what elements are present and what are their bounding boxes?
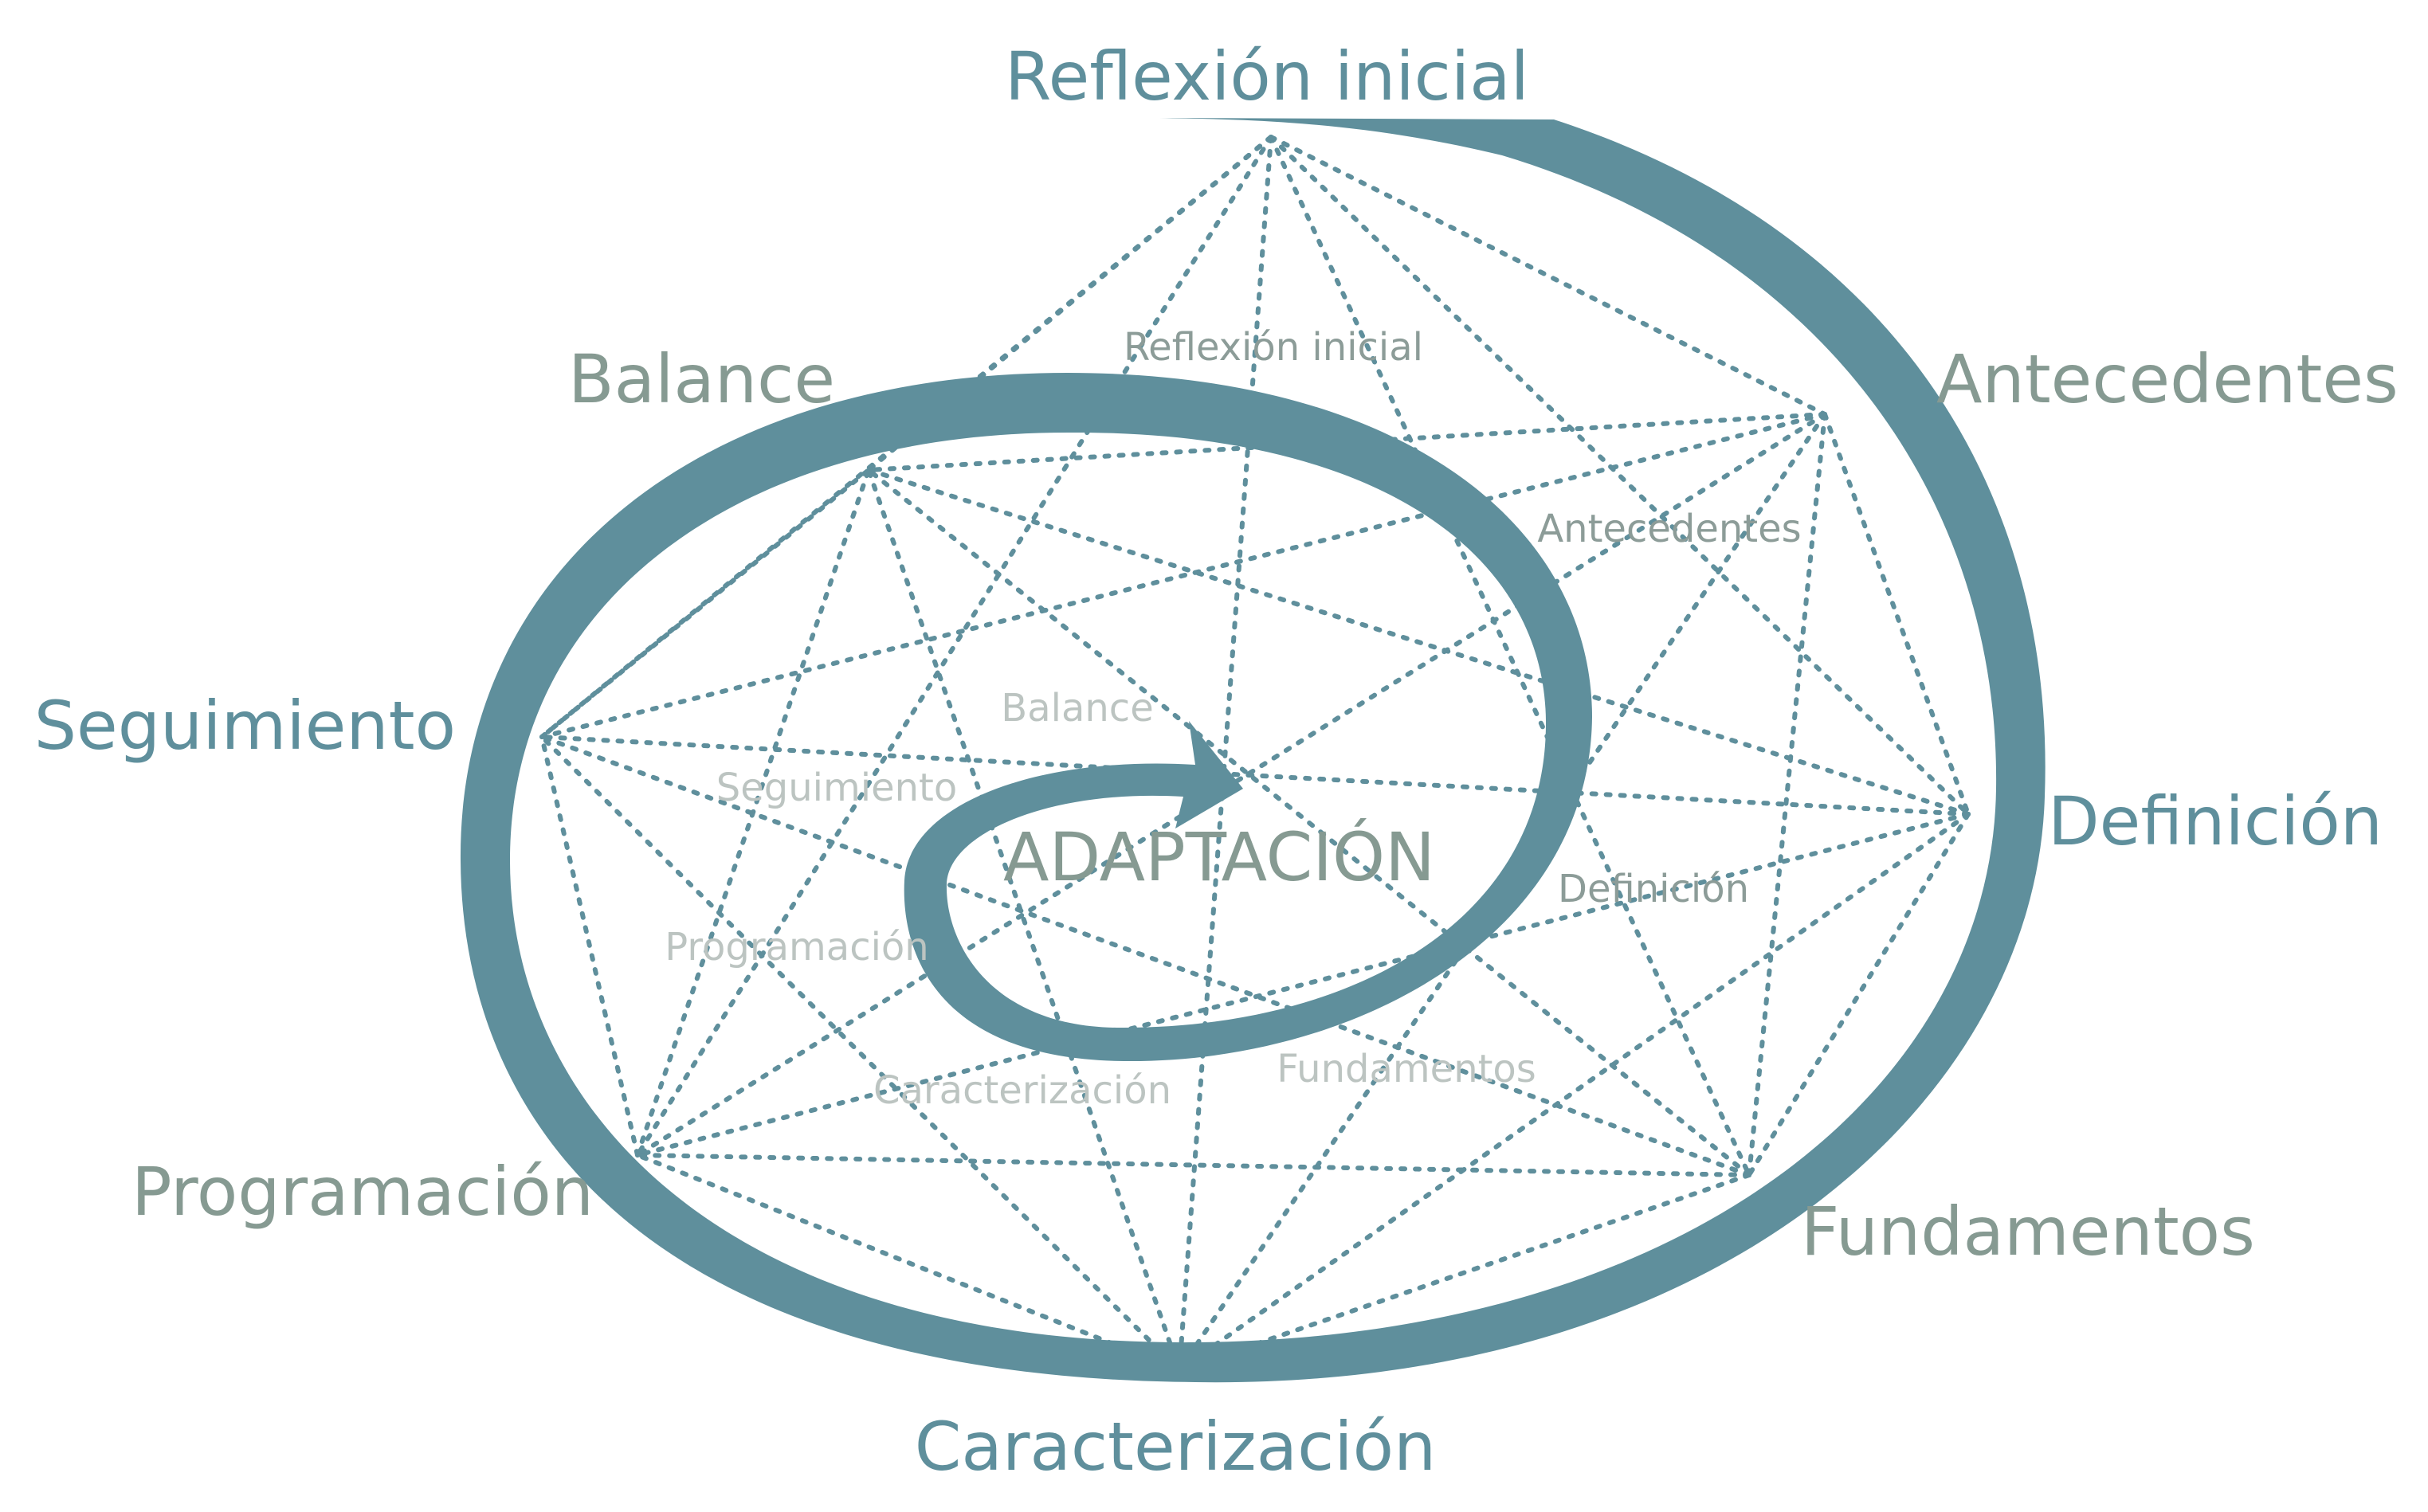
connection-line-7	[1822, 412, 1971, 817]
inner-label-5: Programación	[665, 925, 928, 969]
outer-label-2: Definición	[2048, 782, 2383, 860]
spiral-arrow	[460, 118, 2046, 1383]
connection-line-18	[1177, 1173, 1751, 1373]
outer-label-1: Antecedentes	[1936, 340, 2399, 418]
outer-label-4: Caracterización	[915, 1408, 1437, 1486]
connection-line-0	[1269, 135, 1827, 417]
inner-label-3: Fundamentos	[1277, 1047, 1536, 1091]
inner-label-2: Definición	[1558, 867, 1749, 911]
connection-line-22	[635, 1153, 1182, 1373]
connection-line-17	[866, 468, 1971, 817]
connection-line-25	[539, 734, 640, 1158]
connection-line-2	[1269, 135, 1751, 1177]
connection-line-8	[1747, 412, 1827, 1177]
connection-line-20	[539, 734, 1751, 1177]
connection-network	[539, 135, 1971, 1373]
inner-labels: Reflexión inicialAntecedentesDefiniciónF…	[665, 325, 1801, 1113]
connection-line-1	[1269, 135, 1971, 817]
outer-label-5: Programación	[131, 1153, 594, 1231]
connection-line-14	[1177, 812, 1971, 1373]
inner-label-1: Antecedentes	[1537, 507, 1801, 551]
inner-label-0: Reflexión inicial	[1124, 325, 1423, 370]
outer-label-3: Fundamentos	[1801, 1193, 2255, 1271]
outer-label-6: Seguimiento	[34, 687, 456, 765]
connection-line-19	[635, 1153, 1751, 1177]
connection-line-13	[1747, 812, 1971, 1177]
connection-line-21	[866, 468, 1751, 1177]
connection-line-16	[539, 734, 1971, 817]
connection-line-10	[635, 412, 1827, 1158]
connection-line-27	[539, 468, 871, 739]
outer-label-7: Balance	[568, 340, 835, 418]
outer-labels: Reflexión inicialAntecedentesDefiniciónF…	[34, 37, 2399, 1486]
inner-label-4: Caracterización	[873, 1068, 1171, 1113]
inner-label-6: Seguimiento	[716, 766, 957, 810]
connection-line-24	[866, 468, 1182, 1373]
connection-line-26	[635, 468, 871, 1158]
inner-label-7: Balance	[1001, 686, 1153, 731]
center-label: ADAPTACIÓN	[1003, 818, 1435, 896]
connection-line-15	[635, 812, 1971, 1158]
connection-line-4	[635, 135, 1273, 1158]
outer-label-0: Reflexión inicial	[1005, 37, 1529, 116]
connection-line-11	[539, 412, 1827, 739]
connection-line-23	[539, 734, 1182, 1373]
